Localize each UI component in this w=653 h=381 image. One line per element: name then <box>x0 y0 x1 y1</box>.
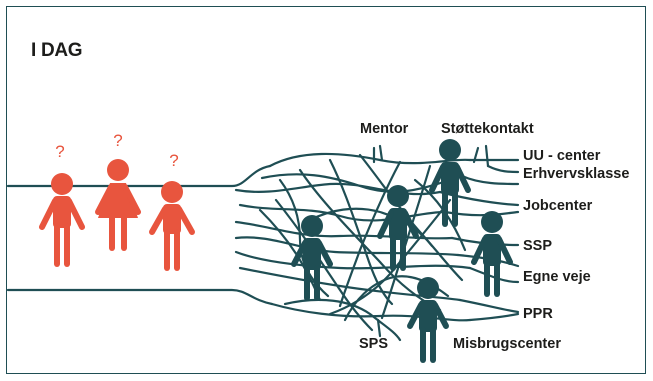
person-left-icon <box>291 215 333 301</box>
label-stottekontakt: Støttekontakt <box>441 121 534 137</box>
label-misbrugscenter: Misbrugscenter <box>453 336 561 352</box>
diagram-title: I DAG <box>31 40 83 61</box>
label-erhvervsklasse: Erhvervsklasse <box>523 166 630 182</box>
label-mentor: Mentor <box>360 121 409 137</box>
child-girl-icon <box>95 159 141 251</box>
person-stottekontakt-icon <box>429 139 471 227</box>
person-ssp-icon <box>471 211 513 297</box>
question-mark-2: ? <box>113 131 122 150</box>
question-mark-3: ? <box>169 151 178 170</box>
child-boy-2-icon <box>149 181 195 271</box>
question-mark-1: ? <box>55 142 64 161</box>
label-jobcenter: Jobcenter <box>523 198 593 214</box>
label-ssp: SSP <box>523 238 553 254</box>
label-egne-veje: Egne veje <box>523 269 591 285</box>
person-misbrugscenter-icon <box>407 277 449 363</box>
label-uu-center: UU - center <box>523 148 601 164</box>
child-boy-1-icon <box>39 173 85 267</box>
label-sps: SPS <box>359 336 389 352</box>
person-jobcenter-icon <box>377 185 419 271</box>
label-ppr: PPR <box>523 306 553 322</box>
